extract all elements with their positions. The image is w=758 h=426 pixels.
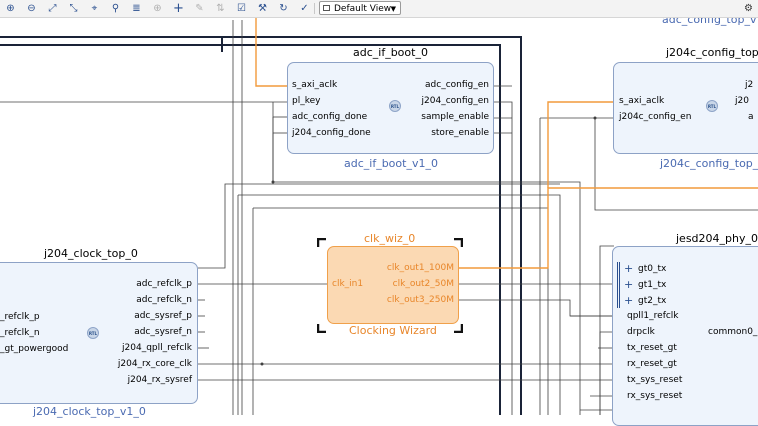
port-adc-refclk-n[interactable]: adc_refclk_n	[136, 295, 192, 305]
expand-bus-icon[interactable]: +	[624, 262, 634, 275]
port-j204-rx-core-clk[interactable]: j204_rx_core_clk	[117, 359, 192, 369]
toolbar-separator	[314, 3, 315, 14]
zoom-area-icon[interactable]: ⤡	[69, 2, 78, 14]
port-tx-sys-reset[interactable]: tx_sys_reset	[627, 375, 683, 385]
pin-icon[interactable]: ✎	[195, 2, 204, 14]
net-wires[interactable]	[0, 20, 758, 415]
port-tx-reset-gt[interactable]: tx_reset_gt	[627, 343, 677, 353]
adc-if-boot-block-subtitle: adc_if_boot_v1_0	[344, 157, 438, 170]
clk-wiz-block-subtitle: Clocking Wizard	[349, 324, 437, 337]
adc-if-boot-block-title: adc_if_boot_0	[353, 46, 428, 59]
port-fragment-3[interactable]: a	[748, 112, 754, 122]
port-j204-rx-sysref[interactable]: j204_rx_sysref	[127, 375, 192, 385]
zoom-out-icon[interactable]: ⊖	[27, 2, 36, 14]
port-s-axi-aclk-2[interactable]: s_axi_aclk	[619, 96, 665, 106]
port-j204-config-en[interactable]: j204_config_en	[421, 96, 489, 106]
block-design-canvas[interactable]	[0, 0, 758, 415]
port-clk-out1-100m[interactable]: clk_out1_100M	[386, 263, 454, 273]
port-adc-config-done[interactable]: adc_config_done	[292, 112, 368, 122]
bus-interface-bar	[617, 262, 620, 308]
port-j204-config-done[interactable]: j204_config_done	[292, 128, 371, 138]
wrench-icon[interactable]: ☑	[237, 2, 246, 14]
port-common0[interactable]: common0_	[708, 327, 758, 337]
j204c-config-top-block-title: j204c_config_top	[666, 46, 758, 59]
zoom-in-icon[interactable]: ⊕	[6, 2, 15, 14]
regenerate-icon[interactable]: ↻	[279, 2, 288, 14]
search-icon[interactable]: ⚲	[111, 2, 120, 14]
port-refclk-n[interactable]: _refclk_n	[0, 328, 40, 338]
jesd204-phy-block[interactable]	[612, 246, 758, 426]
center-icon[interactable]: ⌖	[91, 2, 98, 14]
rtl-badge-icon: RTL	[87, 327, 99, 339]
port-adc-refclk-p[interactable]: adc_refclk_p	[136, 279, 192, 289]
port-qpll1-refclk[interactable]: qpll1_refclk	[627, 311, 679, 321]
collapse-icon[interactable]: ≣	[132, 2, 141, 14]
selection-corners	[317, 238, 463, 333]
view-layout-icon	[323, 5, 330, 11]
j204c-config-top-block-subtitle: j204c_config_top_v	[660, 157, 758, 170]
j204-clock-top-block-subtitle: j204_clock_top_v1_0	[33, 405, 146, 418]
port-rx-sys-reset[interactable]: rx_sys_reset	[627, 391, 683, 401]
refresh-icon[interactable]: ✓	[300, 2, 309, 14]
expand-bus-icon[interactable]: +	[624, 278, 634, 291]
zoom-fit-icon[interactable]: ⤢	[48, 2, 57, 14]
port-clk-out3-250m[interactable]: clk_out3_250M	[386, 295, 454, 305]
clk-wiz-block-title: clk_wiz_0	[364, 232, 416, 245]
settings-icon[interactable]: ⚙	[744, 2, 753, 14]
chevron-down-icon: ▼	[390, 5, 396, 13]
net-junctions	[260, 116, 597, 366]
port-gt1-tx[interactable]: gt1_tx	[638, 280, 667, 290]
clock-net[interactable]	[255, 17, 758, 269]
port-gt2-tx[interactable]: gt2_tx	[638, 296, 667, 306]
port-fragment-2[interactable]: j20	[735, 96, 749, 106]
j204-clock-top-block-title: j204_clock_top_0	[44, 247, 138, 260]
port-adc-sysref-p[interactable]: adc_sysref_p	[134, 311, 192, 321]
port-refclk-p[interactable]: _refclk_p	[0, 312, 40, 322]
port-adc-sysref-n[interactable]: adc_sysref_n	[134, 327, 192, 337]
diagram-toolbar: ⊕ ⊖ ⤢ ⤡ ⌖ ⚲ ≣ ⊕ + ✎ ⇅ ☑ ⚒ ↻ ✓ Default Vi…	[0, 0, 758, 18]
port-store-enable[interactable]: store_enable	[431, 128, 489, 138]
view-select[interactable]: Default View ▼	[319, 1, 401, 15]
port-gt-powergood[interactable]: _gt_powergood	[0, 344, 69, 354]
port-j204c-config-en[interactable]: j204c_config_en	[619, 112, 692, 122]
port-gt0-tx[interactable]: gt0_tx	[638, 264, 667, 274]
port-clk-in1[interactable]: clk_in1	[332, 279, 364, 289]
jesd204-phy-block-title: jesd204_phy_0	[676, 232, 758, 245]
port-s-axi-aclk[interactable]: s_axi_aclk	[292, 80, 338, 90]
port-rx-reset-gt[interactable]: rx_reset_gt	[627, 359, 677, 369]
rtl-badge-icon: RTL	[389, 100, 401, 112]
add-ip-icon[interactable]: +	[173, 1, 184, 16]
port-drpclk[interactable]: drpclk	[627, 327, 655, 337]
port-sample-enable[interactable]: sample_enable	[421, 112, 489, 122]
validate-icon[interactable]: ⇅	[216, 2, 225, 14]
rtl-badge-icon: RTL	[706, 100, 718, 112]
view-select-value: Default View	[334, 4, 392, 14]
port-adc-config-en[interactable]: adc_config_en	[425, 80, 489, 90]
autoconnect-icon[interactable]: ⚒	[258, 2, 267, 14]
port-pl-key[interactable]: pl_key	[292, 96, 321, 106]
thick-net[interactable]	[0, 36, 522, 415]
j204c-config-top-block[interactable]	[613, 62, 758, 154]
port-fragment-1[interactable]: j2	[745, 80, 754, 90]
port-clk-out2-50m[interactable]: clk_out2_50M	[392, 279, 454, 289]
j204-clock-top-block[interactable]	[0, 262, 198, 404]
expand-bus-icon[interactable]: +	[624, 294, 634, 307]
port-j204-qpll-refclk[interactable]: j204_qpll_refclk	[122, 343, 192, 353]
expand-icon[interactable]: ⊕	[153, 2, 162, 14]
clk-wiz-block[interactable]	[327, 246, 459, 324]
